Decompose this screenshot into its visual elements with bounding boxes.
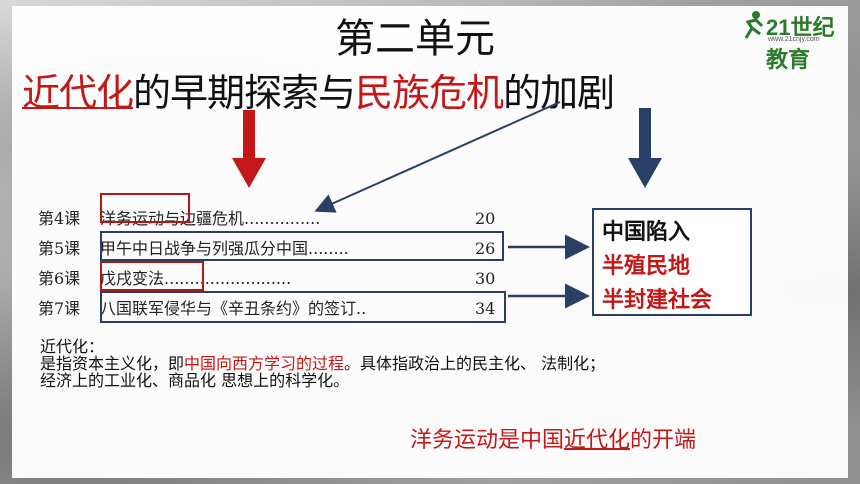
toc-row-4: 第4课洋务运动与边疆危机............... 20 xyxy=(38,205,495,229)
toc-row-7: 第7课八国联军侵华与《辛丑条约》的签订.. 34 xyxy=(38,295,495,319)
toc-title: 戊戌变法 xyxy=(100,269,165,288)
definition-l2b: 中国向西方学习的过程 xyxy=(184,354,345,373)
subtitle-part5: 的加剧 xyxy=(503,71,615,115)
toc-num: 第7课 xyxy=(38,299,81,318)
definition-head: 近代化： xyxy=(40,337,105,356)
toc-page: 30 xyxy=(475,269,496,288)
logo-text: 21世纪教育 xyxy=(766,15,835,72)
runner-logo-icon xyxy=(744,11,764,39)
definition-text: 近代化： 是指资本主义化，即中国向西方学习的过程。具体指政治上的民主化、 法制化… xyxy=(40,338,605,389)
conclusion: 洋务运动是中国近代化的开端 xyxy=(410,422,696,454)
subtitle-part2: 的早期探索 xyxy=(133,71,319,115)
toc-title: 甲午中日战争与列强瓜分中国 xyxy=(100,239,309,258)
page-title: 第二单元 xyxy=(335,16,495,62)
page-subtitle: 近代化的早期探索与民族危机的加剧 xyxy=(22,62,615,117)
toc-row-5: 第5课甲午中日战争与列强瓜分中国........ 26 xyxy=(38,235,495,259)
toc-dots: ............... xyxy=(244,209,321,228)
lesson4-highlight-box xyxy=(100,193,190,223)
navy-down-arrow xyxy=(628,108,662,188)
toc-row-6: 第6课戊戌变法......................... 30 xyxy=(38,265,495,289)
subtitle-part3: 与 xyxy=(318,71,356,115)
diagonal-arrow xyxy=(314,101,561,213)
toc-title: 洋务运动与边疆危机 xyxy=(100,209,245,228)
conclusion-c: 的开端 xyxy=(630,428,697,453)
conclusion-b: 近代化 xyxy=(564,428,631,453)
definition-l3: 经济上的工业化、商品化 思想上的科学化。 xyxy=(40,371,350,390)
definition-l2c: 。具体指政治上的民主化、 法制化； xyxy=(344,354,606,373)
definition-l2a: 是指资本主义化，即 xyxy=(40,354,185,373)
logo: 21世纪教育 www.21cnjy.com xyxy=(740,10,846,72)
result-line3: 半封建社会 xyxy=(602,288,713,313)
toc-page: 20 xyxy=(475,209,496,228)
toc-title: 八国联军侵华与《辛丑条约》的签订 xyxy=(100,299,357,318)
toc-num: 第4课 xyxy=(38,209,81,228)
conclusion-a: 洋务运动是中国 xyxy=(410,428,565,453)
toc-page: 34 xyxy=(475,299,496,318)
result-line2: 半殖民地 xyxy=(602,254,691,279)
toc-num: 第5课 xyxy=(38,239,81,258)
toc-dots: ........ xyxy=(308,239,349,258)
toc-num: 第6课 xyxy=(38,269,81,288)
toc-dots: .. xyxy=(356,299,367,318)
toc-page: 26 xyxy=(475,239,496,258)
result-line1: 中国陷入 xyxy=(602,220,691,245)
subtitle-modernization: 近代化 xyxy=(22,71,134,115)
lesson6-highlight-box xyxy=(100,261,204,291)
toc-dots: ......................... xyxy=(164,269,292,288)
logo-url: www.21cnjy.com xyxy=(768,36,820,43)
red-down-arrow xyxy=(232,110,266,188)
subtitle-crisis: 民族危机 xyxy=(355,71,504,115)
result-box: 中国陷入 半殖民地 半封建社会 xyxy=(592,208,752,316)
lesson5-highlight-box xyxy=(100,231,504,261)
lesson7-highlight-box xyxy=(100,291,506,323)
